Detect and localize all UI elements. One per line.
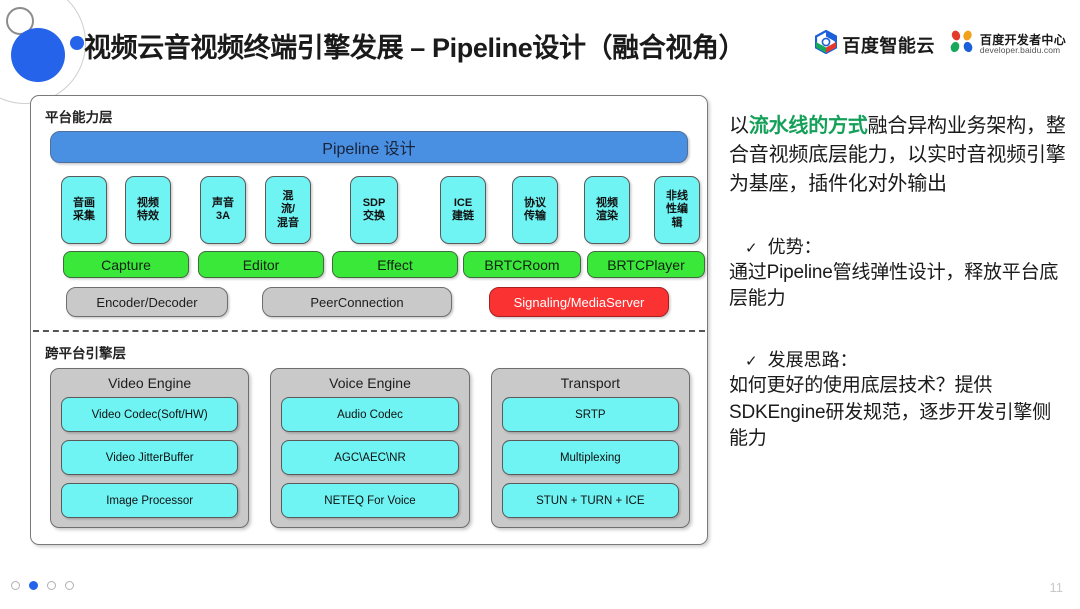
engine-item[interactable]: STUN + TURN + ICE (501, 483, 679, 518)
module-box[interactable]: Capture (63, 251, 189, 278)
bullet-heading-row: ✓ 发展思路： (745, 346, 1069, 372)
bullet-heading: 发展思路： (767, 350, 858, 371)
baidu-developer-url: developer.baidu.com (979, 45, 1061, 56)
slide-progress-dots[interactable] (11, 581, 74, 590)
module-box[interactable]: BRTCRoom (463, 251, 581, 278)
page-number: 11 (1049, 580, 1064, 595)
capability-chip-line: SDP (362, 196, 386, 209)
capability-chip[interactable]: 音画采集 (61, 176, 107, 244)
capability-chip[interactable]: 非线性编辑 (654, 176, 700, 244)
baidu-developer-logo: 百度开发者中心 developer.baidu.com (949, 30, 1066, 59)
layer-divider (33, 330, 705, 332)
page-title: 视频云音视频终端引擎发展 – Pipeline设计（融合视角） (84, 33, 746, 63)
baidu-developer-label: 百度开发者中心 (979, 32, 1066, 47)
engine-item[interactable]: SRTP (501, 397, 679, 432)
bullet-body: 如何更好的使用底层技术？提供SDKEngine研发规范，逐步开发引擎侧能力 (729, 375, 1052, 449)
capability-chip[interactable]: 视频特效 (125, 176, 171, 244)
capability-chip[interactable]: 混流/混音 (265, 176, 311, 244)
progress-dot[interactable] (29, 581, 38, 590)
module-box[interactable]: Editor (198, 251, 324, 278)
engine-item[interactable]: Audio Codec (281, 397, 459, 432)
engine-item[interactable]: Image Processor (61, 483, 239, 518)
capability-chip-line: ICE (453, 196, 473, 209)
capability-chip-line: 传输 (524, 210, 546, 222)
lead-paragraph: 以流水线的方式融合异构业务架构，整合音视频底层能力，以实时音视频引擎为基座，插件… (729, 112, 1069, 199)
cross-platform-layer-label: 跨平台引擎层 (45, 346, 126, 361)
baidu-cloud-label: 百度智能云 (842, 35, 935, 56)
notes-column: 以流水线的方式融合异构业务架构，整合音视频底层能力，以实时音视频引擎为基座，插件… (729, 112, 1069, 452)
decorative-blue-dot (11, 28, 65, 82)
pipeline-design-bar[interactable]: Pipeline 设计 (50, 131, 688, 163)
baidu-cloud-icon (815, 29, 838, 59)
capability-chip-line: 3A (215, 210, 231, 222)
engine-panel-title: Transport (560, 375, 621, 391)
infrastructure-box[interactable]: PeerConnection (262, 287, 452, 317)
capability-chip-line: 辑 (671, 216, 683, 229)
engine-item[interactable]: Video Codec(Soft/HW) (61, 397, 239, 432)
infrastructure-box[interactable]: Encoder/Decoder (66, 287, 228, 317)
capability-chip-line: 建链 (452, 210, 474, 222)
baidu-cloud-logo: 百度智能云 (815, 29, 935, 59)
capability-chip-line: 音画 (73, 196, 95, 209)
bullet-item: ✓ 发展思路： 如何更好的使用底层技术？提供SDKEngine研发规范，逐步开发引擎… (729, 346, 1069, 452)
capability-chip-line: 协议 (524, 196, 546, 209)
lead-prefix: 以 (729, 115, 749, 137)
capability-chip-line: 视频 (137, 196, 159, 209)
engine-panel-title: Voice Engine (329, 375, 411, 391)
capability-chip-line: 声音 (212, 196, 234, 209)
module-box[interactable]: BRTCPlayer (587, 251, 705, 278)
check-icon: ✓ (745, 353, 758, 371)
check-icon: ✓ (745, 240, 758, 257)
capability-chip-line: 视频 (596, 196, 618, 209)
bullet-list: ✓ 优势： 通过Pipeline管线弹性设计，释放平台底层能力 ✓ 发展思路： 如何更好的… (729, 233, 1069, 452)
engine-item[interactable]: AGC\AEC\NR (281, 440, 459, 475)
capability-chip[interactable]: 视频渲染 (584, 176, 630, 244)
module-box[interactable]: Effect (332, 251, 458, 278)
capability-chip-line: 非线 (666, 189, 688, 202)
capability-chip-line: 流/ (280, 203, 296, 216)
progress-dot[interactable] (11, 581, 20, 590)
bullet-body: 通过Pipeline管线弹性设计，释放平台底层能力 (729, 262, 1059, 310)
platform-layer-label: 平台能力层 (45, 110, 113, 125)
capability-chip[interactable]: 协议传输 (512, 176, 558, 244)
capability-chip-line: 交换 (363, 210, 385, 222)
capability-chip-line: 混音 (277, 216, 299, 229)
bullet-heading: 优势： (767, 237, 822, 257)
bullet-heading-row: ✓ 优势： (745, 233, 1069, 259)
infrastructure-row: Encoder/Decoder PeerConnection Signaling/M… (50, 287, 688, 317)
infrastructure-box-highlight[interactable]: Signaling/MediaServer (489, 287, 669, 317)
capability-chip-line: 混 (282, 189, 294, 202)
lead-highlight: 流水线的方式 (748, 115, 868, 137)
engine-item[interactable]: NETEQ For Voice (281, 483, 459, 518)
logo-group: 百度智能云 百度开发者中心 developer.baidu.com (815, 29, 1066, 59)
baidu-developer-icon (949, 30, 975, 59)
decorative-small-dot (70, 36, 84, 50)
bullet-item: ✓ 优势： 通过Pipeline管线弹性设计，释放平台底层能力 (729, 233, 1069, 312)
engine-item[interactable]: Video JitterBuffer (61, 440, 239, 475)
engine-panel-title: Video Engine (108, 375, 192, 391)
engine-item[interactable]: Multiplexing (501, 440, 679, 475)
progress-dot[interactable] (65, 581, 74, 590)
lead-suffix: 融合异构业务架构，整合音视频底层能力，以实时音视频引擎为基座，插件化对外输出 (729, 115, 1066, 195)
capability-chip-line: 特效 (137, 210, 159, 222)
progress-dot[interactable] (47, 581, 56, 590)
capability-chip-line: 渲染 (596, 210, 618, 222)
capability-chip-line: 性编 (666, 203, 688, 216)
capability-chip-line: 采集 (73, 210, 95, 222)
